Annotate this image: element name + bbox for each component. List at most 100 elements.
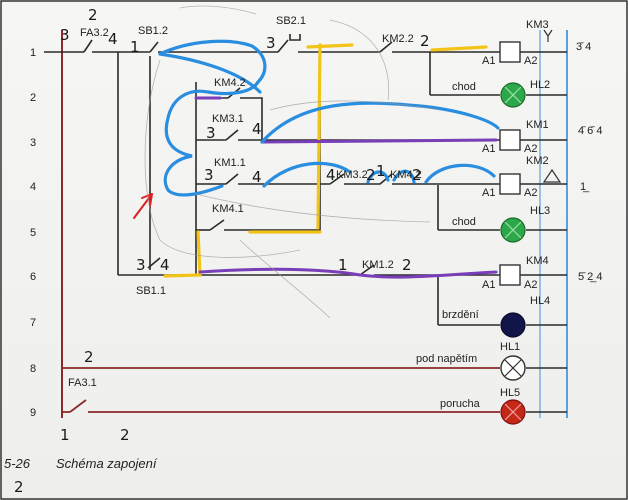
caption-number: 5-26 (4, 456, 31, 471)
lamps (500, 82, 526, 425)
label-km32: KM3.2 (336, 169, 368, 181)
label-chod-1: chod (452, 81, 476, 93)
ref-row6: 5̄ 2̲ 4 (578, 271, 602, 283)
label-sb11: SB1.1 (136, 285, 166, 297)
hand-num: 2 (120, 426, 130, 444)
hand-num: 2 (420, 32, 430, 50)
label-hl3: HL3 (530, 205, 550, 217)
label-km42b: KM4.2 (390, 169, 422, 181)
label-a1-km2: A1 (482, 187, 495, 199)
label-km2: KM2 (526, 155, 549, 167)
lamp-right-wires (526, 367, 567, 413)
label-pod-napetim: pod napětím (416, 353, 477, 365)
row1-wires (44, 34, 567, 53)
label-a2-km2: A2 (524, 187, 537, 199)
fault-wires (62, 367, 500, 413)
row-number-labels: 1 2 3 4 5 6 7 8 9 (30, 47, 36, 419)
figure-caption: 5-26 Schéma zapojení (4, 456, 158, 471)
label-fa32: FA3.2 (80, 27, 109, 39)
label-km4: KM4 (526, 255, 549, 267)
label-a1-km3: A1 (482, 55, 495, 67)
triangle-symbol (542, 168, 562, 183)
label-a2-km4: A2 (524, 279, 537, 291)
ref-row4: 1̲ (580, 181, 590, 193)
hand-num: 1 (338, 256, 348, 274)
label-km3: KM3 (526, 19, 549, 31)
y-symbol (543, 29, 553, 42)
label-km22: KM2.2 (382, 33, 414, 45)
hand-num: 2 (14, 478, 24, 496)
coil-km4 (499, 264, 521, 286)
label-km1: KM1 (526, 119, 549, 131)
vertical-branches (117, 52, 500, 326)
lamp-wires (526, 94, 567, 326)
hand-num: 4 (252, 168, 262, 186)
hand-num: 4 (160, 256, 170, 274)
row-number: 6 (30, 271, 36, 283)
label-a2-km3: A2 (524, 55, 537, 67)
row-number: 2 (30, 92, 36, 104)
hand-num: 2 (88, 6, 98, 24)
label-a1-km4: A1 (482, 279, 495, 291)
label-fa31: FA3.1 (68, 377, 97, 389)
caption-title: Schéma zapojení (56, 456, 158, 471)
label-a1-km1: A1 (482, 143, 495, 155)
row-number: 8 (30, 363, 36, 375)
coil-km2 (499, 173, 521, 195)
hand-num: 2 (412, 166, 422, 184)
ref-row3: 4̄ 6̄ 4 (578, 125, 602, 137)
rows-wires (148, 52, 567, 275)
hand-num: 4 (252, 120, 262, 138)
label-a2-km1: A2 (524, 143, 537, 155)
lamp-function-labels: chod chod brzdění pod napětím porucha (416, 81, 481, 410)
label-porucha: porucha (440, 398, 481, 410)
row-number: 5 (30, 227, 36, 239)
label-hl2: HL2 (530, 79, 550, 91)
yellow-highlight (163, 43, 488, 278)
label-km31: KM3.1 (212, 113, 244, 125)
coils (499, 41, 521, 286)
lamp-hl4 (500, 312, 526, 338)
hand-num: 2 (84, 348, 94, 366)
label-km12: KM1.2 (362, 259, 394, 271)
label-chod-2: chod (452, 216, 476, 228)
row-number: 7 (30, 317, 36, 329)
label-km11: KM1.1 (214, 157, 246, 169)
row-number: 9 (30, 407, 36, 419)
hand-num: 1 (376, 162, 386, 180)
label-sb21: SB2.1 (276, 15, 306, 27)
hand-num: 1 (130, 38, 140, 56)
right-references: 3̄ 4 4̄ 6̄ 4 1̲ 5̄ 2̲ 4 (576, 41, 602, 283)
pencil-sketch (144, 5, 441, 319)
hand-num: 3 (136, 256, 146, 274)
label-km42: KM4.2 (214, 77, 246, 89)
hand-num: 3 (204, 166, 214, 184)
purple-highlight (194, 96, 498, 279)
handwritten-numbers: 3 4 1 3 2 3 4 3 4 3 4 2 1 2 4 1 2 2 1 2 … (14, 6, 430, 496)
hand-num: 4 (108, 30, 118, 48)
hand-num: 1 (60, 426, 70, 444)
label-brzdeni: brzdění (442, 309, 479, 321)
coil-km3 (499, 41, 521, 63)
hand-num: 3 (266, 34, 276, 52)
label-hl5: HL5 (500, 387, 520, 399)
hand-num: 4 (326, 166, 336, 184)
hand-num: 2 (366, 166, 376, 184)
hand-num: 3 (60, 26, 70, 44)
blue-highlight (158, 39, 500, 197)
ref-row1: 3̄ 4 (576, 41, 591, 53)
label-km41: KM4.1 (212, 203, 244, 215)
row-number: 3 (30, 137, 36, 149)
coil-km1 (499, 129, 521, 151)
red-arrow (133, 193, 153, 219)
label-hl1: HL1 (500, 341, 520, 353)
row-number: 4 (30, 181, 36, 193)
component-labels: FA3.2 SB1.2 SB2.1 KM2.2 KM3 A1 A2 KM4.2 … (68, 15, 550, 399)
hand-num: 2 (402, 256, 412, 274)
label-hl4: HL4 (530, 295, 550, 307)
row-number: 1 (30, 47, 36, 59)
label-sb12: SB1.2 (138, 25, 168, 37)
